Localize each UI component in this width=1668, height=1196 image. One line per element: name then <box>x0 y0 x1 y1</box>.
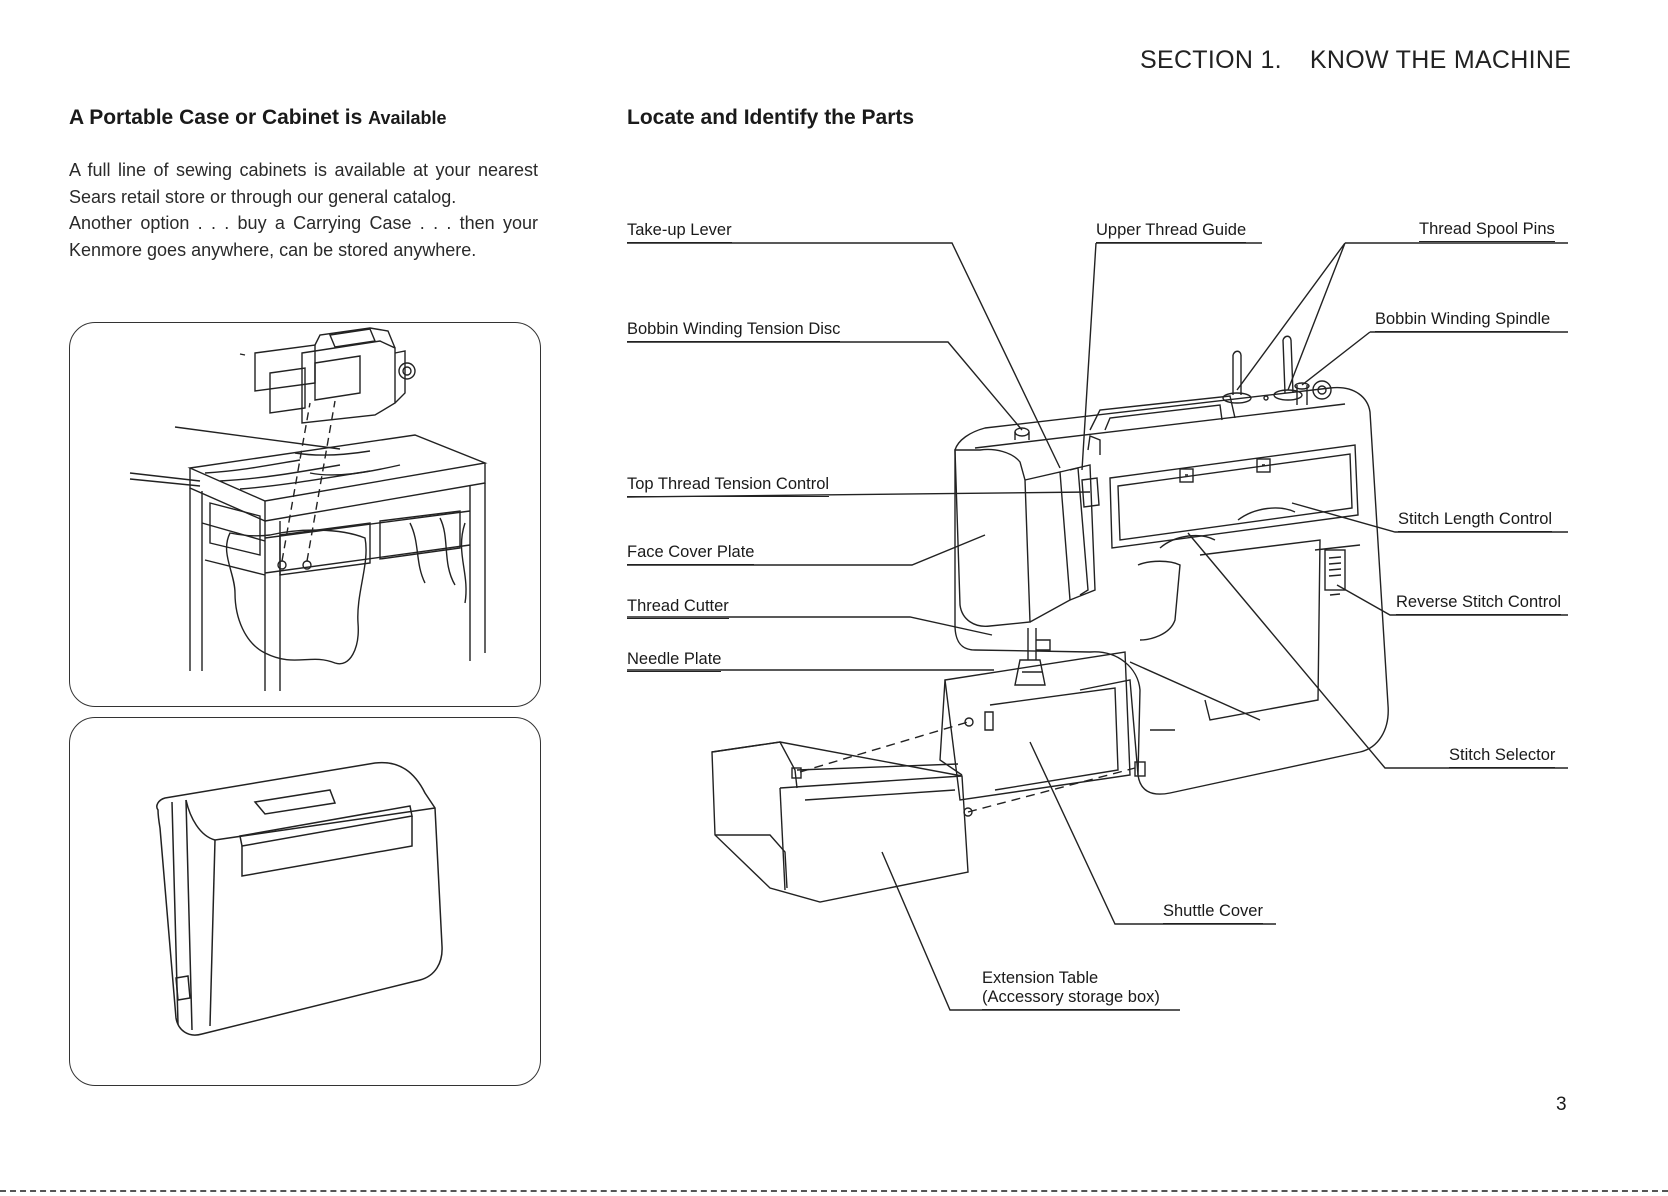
label-take-up-lever: Take-up Lever <box>627 220 732 243</box>
label-thread-spool-pins: Thread Spool Pins <box>1419 219 1555 242</box>
section-number: SECTION 1. <box>1140 46 1282 74</box>
carrying-case-illustration-panel <box>69 717 541 1086</box>
label-bobbin-winding-tension-disc: Bobbin Winding Tension Disc <box>627 319 841 342</box>
cabinet-paragraph: A full line of sewing cabinets is availa… <box>69 160 538 207</box>
parts-heading: Locate and Identify the Parts <box>627 106 915 129</box>
cabinet-illustration-panel <box>69 322 541 707</box>
sewing-cabinet-illustration <box>129 327 488 691</box>
label-stitch-selector: Stitch Selector <box>1449 745 1556 768</box>
page-number: 3 <box>1556 1094 1567 1115</box>
section-title: KNOW THE MACHINE <box>1309 46 1572 74</box>
cabinet-heading: A Portable Case or Cabinet is Available <box>69 106 447 129</box>
label-reverse-stitch-control: Reverse Stitch Control <box>1396 592 1562 615</box>
carrying-case-illustration <box>156 761 443 1036</box>
bottom-divider <box>0 1190 1668 1192</box>
label-top-thread-tension-control: Top Thread Tension Control <box>627 474 830 497</box>
label-needle-plate: Needle Plate <box>627 649 722 672</box>
label-face-cover-plate: Face Cover Plate <box>627 542 755 565</box>
cabinet-description: A full line of sewing cabinets is availa… <box>69 157 538 263</box>
label-thread-cutter: Thread Cutter <box>627 596 729 619</box>
extension-table <box>711 741 969 903</box>
label-shuttle-cover: Shuttle Cover <box>1163 901 1263 924</box>
carrying-case-paragraph: Another option . . . buy a Carrying Case… <box>69 213 538 260</box>
free-arm <box>944 651 1131 801</box>
machine-body <box>954 386 1389 795</box>
label-extension-table: Extension Table (Accessory storage box) <box>982 969 1160 1010</box>
label-upper-thread-guide: Upper Thread Guide <box>1096 220 1247 243</box>
label-stitch-length-control: Stitch Length Control <box>1398 509 1553 532</box>
section-header: SECTION 1. KNOW THE MACHINE <box>1140 46 1571 75</box>
label-bobbin-winding-spindle: Bobbin Winding Spindle <box>1375 309 1551 332</box>
machine-head <box>954 448 1031 627</box>
